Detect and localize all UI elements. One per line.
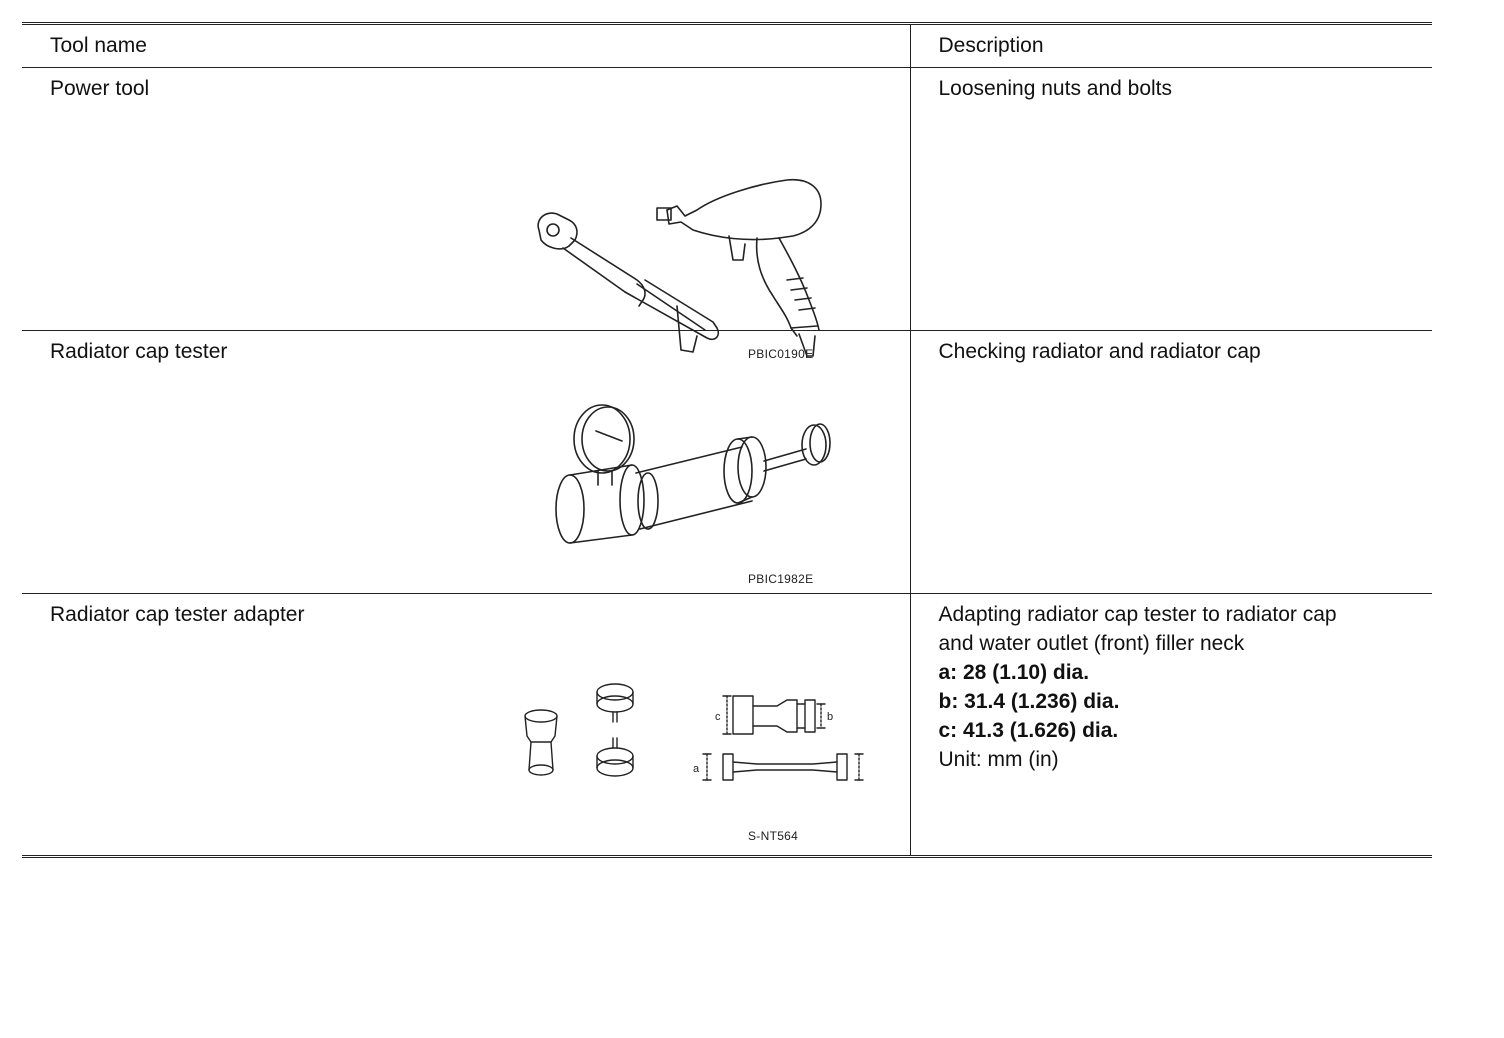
table-header-row: Tool name Description: [22, 23, 1432, 68]
description-text: Loosening nuts and bolts: [938, 77, 1173, 100]
tool-name: Power tool: [50, 77, 150, 100]
figure-code: S-NT564: [748, 829, 799, 843]
description-cell: Loosening nuts and bolts: [910, 68, 1432, 331]
unit-note: Unit: mm (in): [938, 748, 1059, 771]
table-row: Power tool: [22, 67, 1432, 361]
spec-a: a: 28 (1.10) dia.: [938, 661, 1090, 684]
header-description: Description: [938, 34, 1044, 57]
spec-b: b: 31.4 (1.236) dia.: [938, 690, 1120, 713]
tool-name-cell: Power tool: [22, 67, 911, 361]
description-text: Checking radiator and radiator cap: [938, 340, 1261, 363]
tool-name-cell: Radiator cap tester: [22, 330, 911, 594]
radiator-cap-tester-illustration: [555, 404, 831, 544]
description-text: and water outlet (front) filler neck: [938, 632, 1245, 655]
description-cell: Adapting radiator cap tester to radiator…: [910, 594, 1432, 857]
radiator-cap-tester-adapter-illustration: c b a: [524, 683, 864, 781]
table-row: Radiator cap tester adapter: [22, 593, 1432, 857]
tool-name: Radiator cap tester adapter: [50, 603, 305, 626]
spec-c: c: 41.3 (1.626) dia.: [938, 719, 1119, 742]
table-row: Radiator cap tester: [22, 330, 1432, 594]
figure-code: PBIC1982E: [748, 572, 814, 586]
tool-name: Radiator cap tester: [50, 340, 228, 363]
dimension-label-b: b: [827, 711, 833, 723]
header-tool-name: Tool name: [22, 23, 911, 68]
dimension-label-a: a: [693, 763, 700, 775]
description-text: Adapting radiator cap tester to radiator…: [938, 603, 1337, 626]
tool-name-cell: Radiator cap tester adapter: [22, 593, 911, 857]
special-tools-table: Tool name Description Power tool: [22, 22, 1432, 858]
dimension-label-c: c: [715, 711, 721, 723]
description-cell: Checking radiator and radiator cap: [910, 331, 1432, 594]
